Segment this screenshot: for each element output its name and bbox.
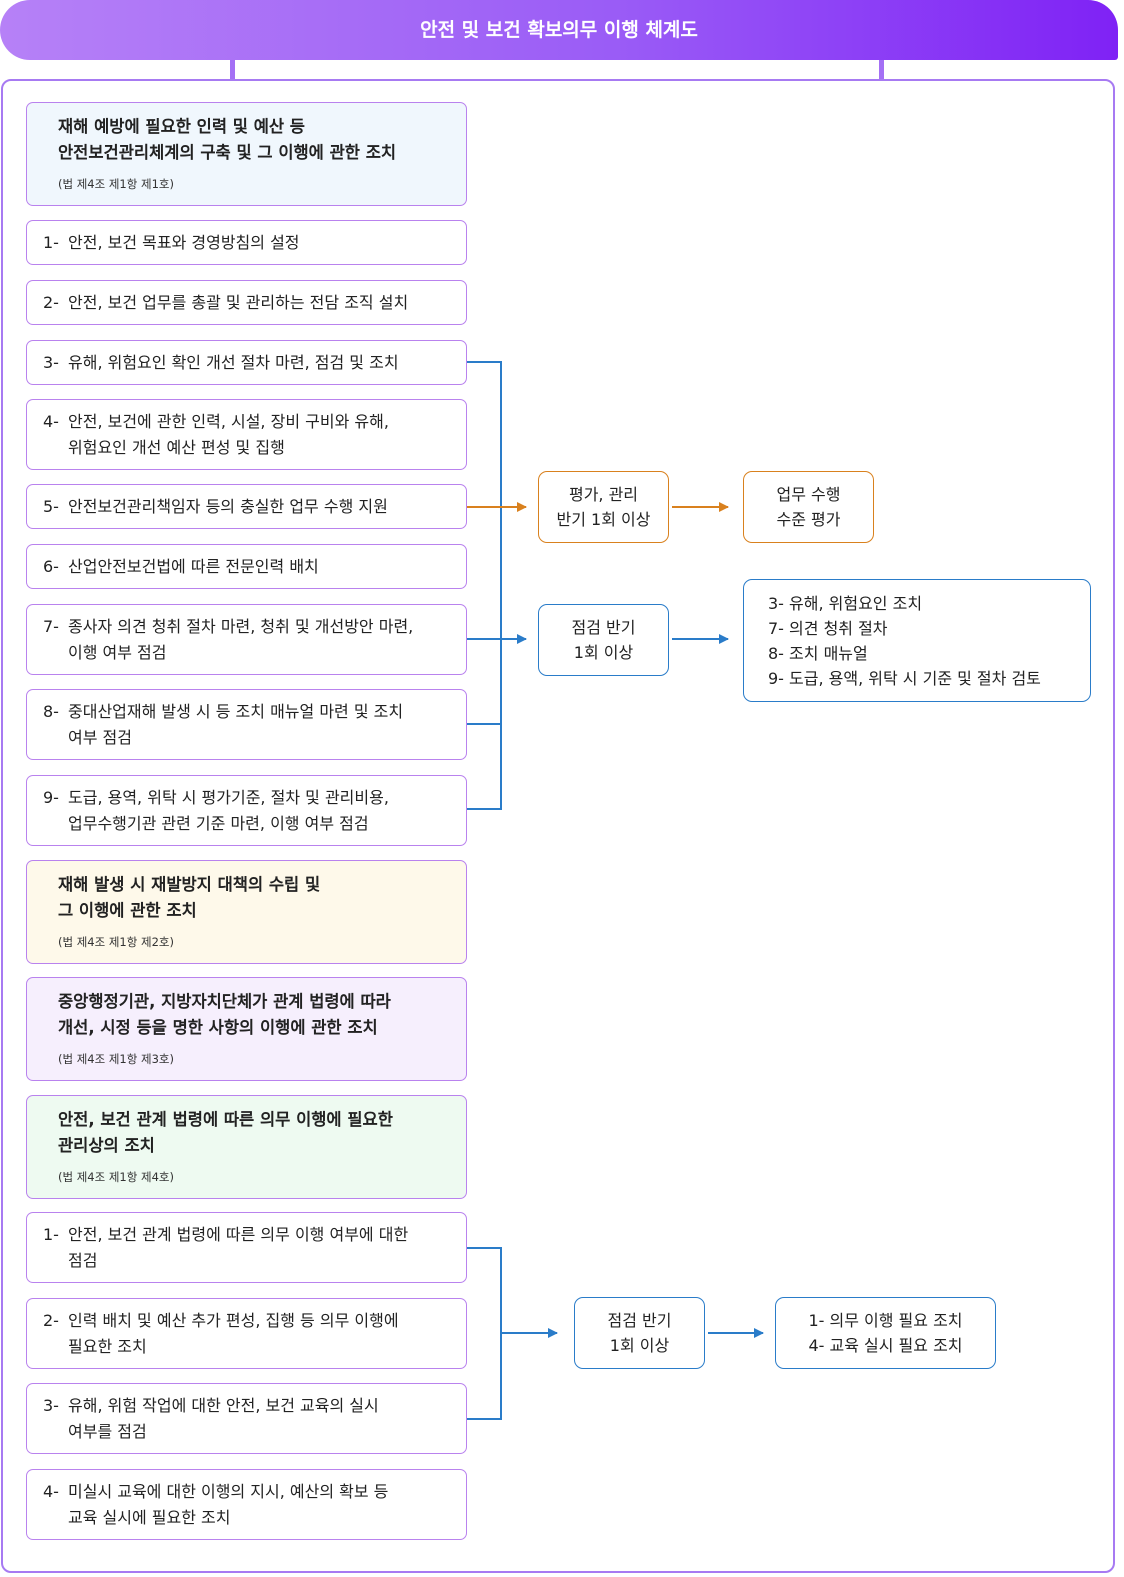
section1-item-1: 1- 안전, 보건 목표와 경영방침의 설정 bbox=[26, 220, 467, 265]
section3-title-line1: 중앙행정기관, 지방자치단체가 관계 법령에 따라 bbox=[58, 992, 391, 1011]
item-text: 종사자 의견 청취 절차 마련, 청취 및 개선방안 마련, bbox=[68, 617, 414, 636]
item-number: 9- bbox=[43, 788, 59, 807]
item-number: 2- bbox=[43, 293, 59, 312]
title-connector-right bbox=[879, 60, 884, 79]
item-number: 3- bbox=[43, 1396, 59, 1415]
item-text: 도급, 용역, 위탁 시 평가기준, 절차 및 관리비용, bbox=[68, 788, 389, 807]
check-box-line1: 점검 반기 bbox=[571, 618, 636, 637]
required-action-item: 4- 교육 실시 필요 조치 bbox=[808, 1336, 963, 1355]
performance-eval-line1: 업무 수행 bbox=[776, 485, 841, 504]
item-number: 1- bbox=[43, 233, 59, 252]
section4-title-line2: 관리상의 조치 bbox=[58, 1136, 155, 1155]
section1-item-6: 6- 산업안전보건법에 따른 전문인력 배치 bbox=[26, 544, 467, 589]
section1-item-7: 7- 종사자 의견 청취 절차 마련, 청취 및 개선방안 마련, 이행 여부 … bbox=[26, 604, 467, 675]
item-text: 안전, 보건 목표와 경영방침의 설정 bbox=[68, 233, 300, 252]
item-text: 유해, 위험 작업에 대한 안전, 보건 교육의 실시 bbox=[68, 1396, 379, 1415]
item-text: 안전, 보건 관계 법령에 따른 의무 이행 여부에 대한 bbox=[68, 1225, 409, 1244]
section1-title-line2: 안전보건관리체계의 구축 및 그 이행에 관한 조치 bbox=[58, 143, 397, 162]
check-box-line1: 점검 반기 bbox=[607, 1311, 672, 1330]
item-text: 업무수행기관 관련 기준 마련, 이행 여부 점검 bbox=[68, 814, 369, 833]
section4-ref: (법 제4조 제1항 제4호) bbox=[58, 1170, 174, 1184]
item-text: 교육 실시에 필요한 조치 bbox=[68, 1508, 231, 1527]
item-text: 유해, 위험요인 확인 개선 절차 마련, 점검 및 조치 bbox=[68, 353, 399, 372]
section4-title-line1: 안전, 보건 관계 법령에 따른 의무 이행에 필요한 bbox=[58, 1110, 393, 1129]
item-text: 인력 배치 및 예산 추가 편성, 집행 등 의무 이행에 bbox=[68, 1311, 399, 1330]
item-text: 안전, 보건 업무를 총괄 및 관리하는 전담 조직 설치 bbox=[68, 293, 409, 312]
section4-item-4: 4- 미실시 교육에 대한 이행의 지시, 예산의 확보 등 교육 실시에 필요… bbox=[26, 1469, 467, 1540]
check-box-line2: 1회 이상 bbox=[573, 643, 634, 662]
item-number: 4- bbox=[43, 412, 59, 431]
item-text: 점검 bbox=[68, 1251, 98, 1270]
item-number: 1- bbox=[43, 1225, 59, 1244]
performance-eval-line2: 수준 평가 bbox=[776, 510, 841, 529]
section1-item-4: 4- 안전, 보건에 관한 인력, 시설, 장비 구비와 유해, 위험요인 개선… bbox=[26, 399, 467, 470]
title-banner bbox=[0, 0, 1118, 60]
item-text: 이행 여부 점검 bbox=[68, 643, 167, 662]
check-target-item: 3- 유해, 위험요인 조치 bbox=[768, 593, 923, 613]
check-box-section4: 점검 반기 1회 이상 bbox=[574, 1297, 705, 1369]
diagram-frame bbox=[1, 79, 1115, 1573]
section1-item-5: 5- 안전보건관리책임자 등의 충실한 업무 수행 지원 bbox=[26, 484, 467, 529]
check-target-item: 9- 도급, 용액, 위탁 시 기준 및 절차 검토 bbox=[768, 668, 1041, 688]
item-text: 위험요인 개선 예산 편성 및 집행 bbox=[68, 438, 285, 457]
section1-header: 재해 예방에 필요한 인력 및 예산 등 안전보건관리체계의 구축 및 그 이행… bbox=[26, 102, 467, 206]
section2-header: 재해 발생 시 재발방지 대책의 수립 및 그 이행에 관한 조치 (법 제4조… bbox=[26, 860, 467, 964]
item-text: 필요한 조치 bbox=[68, 1337, 147, 1356]
section1-item-8: 8- 중대산업재해 발생 시 등 조치 매뉴얼 마련 및 조치 여부 점검 bbox=[26, 689, 467, 760]
check-target-list: 3- 유해, 위험요인 조치 7- 의견 청취 절차 8- 조치 매뉴얼 9- … bbox=[743, 579, 1091, 702]
item-number: 5- bbox=[43, 497, 59, 516]
item-number: 4- bbox=[43, 1482, 59, 1501]
section1-ref: (법 제4조 제1항 제1호) bbox=[58, 177, 174, 191]
item-number: 2- bbox=[43, 1311, 59, 1330]
section4-item-2: 2- 인력 배치 및 예산 추가 편성, 집행 등 의무 이행에 필요한 조치 bbox=[26, 1298, 467, 1369]
item-text: 여부를 점검 bbox=[68, 1422, 147, 1441]
item-text: 미실시 교육에 대한 이행의 지시, 예산의 확보 등 bbox=[68, 1482, 389, 1501]
eval-box-line2: 반기 1회 이상 bbox=[556, 510, 651, 529]
section4-header: 안전, 보건 관계 법령에 따른 의무 이행에 필요한 관리상의 조치 (법 제… bbox=[26, 1095, 467, 1199]
item-number: 6- bbox=[43, 557, 59, 576]
section3-header: 중앙행정기관, 지방자치단체가 관계 법령에 따라 개선, 시정 등을 명한 사… bbox=[26, 977, 467, 1081]
diagram-title: 안전 및 보건 확보의무 이행 체계도 bbox=[420, 19, 698, 41]
eval-box-line1: 평가, 관리 bbox=[568, 485, 639, 504]
section3-ref: (법 제4조 제1항 제3호) bbox=[58, 1052, 174, 1066]
required-actions-box: 1- 의무 이행 필요 조치 4- 교육 실시 필요 조치 bbox=[775, 1297, 996, 1369]
section1-title-line1: 재해 예방에 필요한 인력 및 예산 등 bbox=[58, 117, 305, 136]
section2-title-line2: 그 이행에 관한 조치 bbox=[58, 901, 197, 920]
item-number: 7- bbox=[43, 617, 59, 636]
bracket-section1 bbox=[467, 361, 502, 810]
title-connector-left bbox=[230, 60, 235, 79]
item-text: 안전보건관리책임자 등의 충실한 업무 수행 지원 bbox=[68, 497, 388, 516]
check-box: 점검 반기 1회 이상 bbox=[538, 604, 669, 676]
item-text: 여부 점검 bbox=[68, 728, 132, 747]
section1-item-2: 2- 안전, 보건 업무를 총괄 및 관리하는 전담 조직 설치 bbox=[26, 280, 467, 325]
section4-item-1: 1- 안전, 보건 관계 법령에 따른 의무 이행 여부에 대한 점검 bbox=[26, 1212, 467, 1283]
required-action-item: 1- 의무 이행 필요 조치 bbox=[808, 1311, 963, 1330]
section2-title-line1: 재해 발생 시 재발방지 대책의 수립 및 bbox=[58, 875, 321, 894]
item-text: 안전, 보건에 관한 인력, 시설, 장비 구비와 유해, bbox=[68, 412, 389, 431]
item-text: 중대산업재해 발생 시 등 조치 매뉴얼 마련 및 조치 bbox=[68, 702, 404, 721]
section3-title-line2: 개선, 시정 등을 명한 사항의 이행에 관한 조치 bbox=[58, 1018, 378, 1037]
section2-ref: (법 제4조 제1항 제2호) bbox=[58, 935, 174, 949]
eval-box: 평가, 관리 반기 1회 이상 bbox=[538, 471, 669, 543]
check-target-item: 7- 의견 청취 절차 bbox=[768, 618, 888, 638]
item-number: 8- bbox=[43, 702, 59, 721]
bracket-section4 bbox=[467, 1247, 502, 1420]
section1-item-3: 3- 유해, 위험요인 확인 개선 절차 마련, 점검 및 조치 bbox=[26, 340, 467, 385]
check-box-line2: 1회 이상 bbox=[609, 1336, 670, 1355]
section1-item-9: 9- 도급, 용역, 위탁 시 평가기준, 절차 및 관리비용, 업무수행기관 … bbox=[26, 775, 467, 846]
performance-eval-box: 업무 수행 수준 평가 bbox=[743, 471, 874, 543]
item-number: 3- bbox=[43, 353, 59, 372]
check-target-item: 8- 조치 매뉴얼 bbox=[768, 643, 868, 663]
section4-item-3: 3- 유해, 위험 작업에 대한 안전, 보건 교육의 실시 여부를 점검 bbox=[26, 1383, 467, 1454]
item-text: 산업안전보건법에 따른 전문인력 배치 bbox=[68, 557, 319, 576]
